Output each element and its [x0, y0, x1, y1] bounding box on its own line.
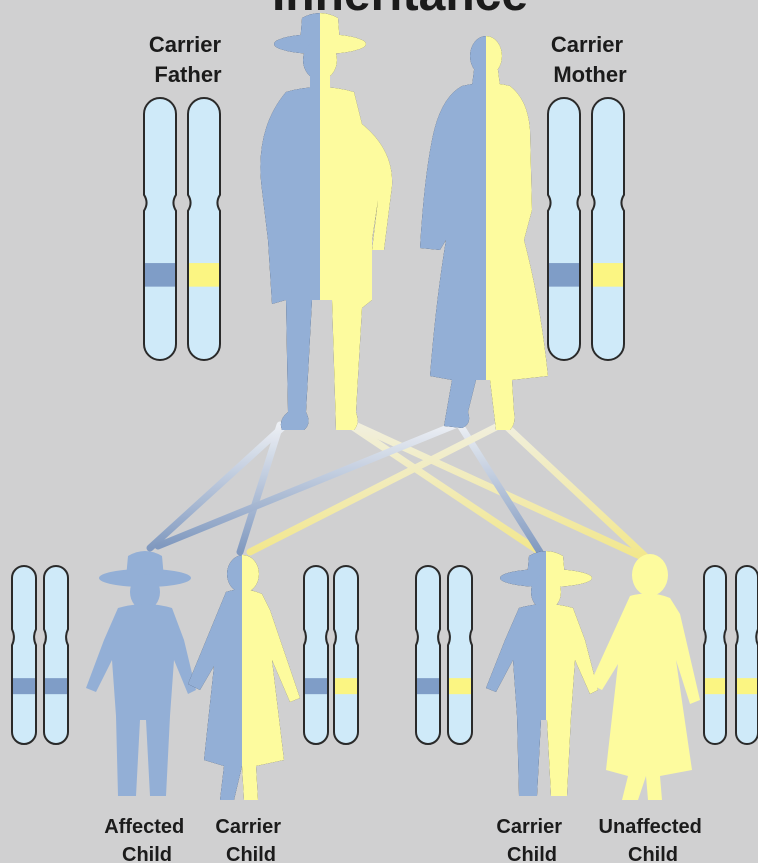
child3-label-line2: Child — [507, 844, 557, 863]
line-father-blue-child1 — [150, 425, 285, 548]
mother-chromosome-1 — [548, 98, 580, 360]
child3-label-line1: Carrier — [496, 816, 562, 838]
child3-chromosome-1-band — [417, 678, 439, 694]
child3-label: Carrier Child — [496, 816, 567, 863]
father-chromosome-1-band — [145, 263, 175, 287]
child4-label-line2: Child — [628, 844, 678, 863]
child2-figure — [188, 555, 300, 800]
child1-label: Affected Child — [104, 816, 190, 863]
child4-label: Unaffected Child — [599, 816, 708, 863]
mother-chromosome-2 — [592, 98, 624, 360]
father-chromosome-2 — [188, 98, 220, 360]
child3-chromosome-2-band — [449, 678, 471, 694]
father-chromosome-1 — [144, 98, 176, 360]
mother-chromosome-1-band — [549, 263, 579, 287]
line-mother-yellow-child4 — [505, 425, 645, 556]
child2-label-line2: Child — [226, 844, 276, 863]
father-figure — [260, 13, 392, 430]
child1-label-line1: Affected — [104, 816, 184, 838]
child2-label: Carrier Child — [215, 816, 286, 863]
father-label-line2: Father — [154, 62, 222, 87]
line-mother-blue-child1 — [158, 425, 455, 546]
father-label: Carrier Father — [149, 32, 227, 87]
child4-label-line1: Unaffected — [599, 816, 702, 838]
child1-label-line2: Child — [122, 844, 172, 863]
child2-chromosome-2 — [334, 566, 358, 744]
child3-chromosome-1 — [416, 566, 440, 744]
child3-figure — [486, 551, 598, 796]
mother-label: Carrier Mother — [551, 32, 629, 87]
child1-chromosome-1-band — [13, 678, 35, 694]
child4-chromosome-2-band — [737, 678, 757, 694]
mother-chromosome-2-band — [593, 263, 623, 287]
mother-label-line1: Carrier — [551, 32, 624, 57]
child1-chromosome-2 — [44, 566, 68, 744]
child4-chromosome-1 — [704, 566, 726, 744]
child4-chromosome-2 — [736, 566, 758, 744]
child3-chromosome-2 — [448, 566, 472, 744]
father-chromosome-2-band — [189, 263, 219, 287]
child1-chromosome-1 — [12, 566, 36, 744]
mother-label-line2: Mother — [553, 62, 627, 87]
child4-chromosome-1-band — [705, 678, 725, 694]
father-label-line1: Carrier — [149, 32, 222, 57]
child2-chromosome-1-band — [305, 678, 327, 694]
inheritance-lines — [150, 425, 645, 556]
mother-figure — [420, 36, 548, 430]
child2-chromosome-2-band — [335, 678, 357, 694]
child2-chromosome-1 — [304, 566, 328, 744]
child2-label-line1: Carrier — [215, 816, 281, 838]
child1-figure — [86, 551, 196, 796]
child1-chromosome-2-band — [45, 678, 67, 694]
child4-figure — [590, 554, 700, 800]
